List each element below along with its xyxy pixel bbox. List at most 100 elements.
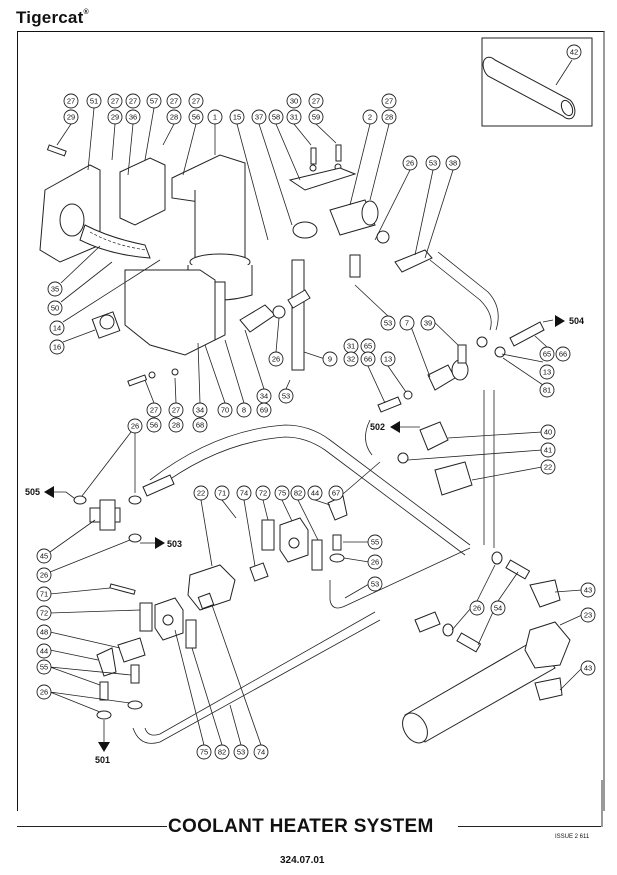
callout-13: 13 xyxy=(380,351,396,367)
callout-circle xyxy=(274,485,290,501)
drawing-frame xyxy=(17,31,605,811)
callout-circle xyxy=(322,351,338,367)
callout-22: 22 xyxy=(193,485,209,501)
callout-67: 67 xyxy=(328,485,344,501)
callout-circle xyxy=(49,320,65,336)
callout-number: 40 xyxy=(544,428,552,437)
callout-number: 54 xyxy=(494,604,502,613)
callout-number: 72 xyxy=(259,489,267,498)
callout-32: 32 xyxy=(343,351,359,367)
callout-number: 51 xyxy=(90,97,98,106)
callout-44: 44 xyxy=(307,485,323,501)
callout-37: 37 xyxy=(251,109,267,125)
pump-bracket-assembly xyxy=(288,167,390,278)
issue-number: ISSUE 2 611 xyxy=(555,834,590,840)
callout-number: 23 xyxy=(584,611,592,620)
callout-number: 72 xyxy=(40,609,48,618)
callout-number: 41 xyxy=(544,446,552,455)
callout-circle xyxy=(255,485,271,501)
callout-circle xyxy=(146,417,162,433)
callout-number: 55 xyxy=(40,663,48,672)
callout-number: 71 xyxy=(218,489,226,498)
callout-circle xyxy=(539,382,555,398)
callout-26: 26 xyxy=(36,567,52,583)
callout-1: 1 xyxy=(207,109,223,125)
callout-9: 9 xyxy=(322,351,338,367)
callout-number: 44 xyxy=(40,647,48,656)
page-number: 324.07.01 xyxy=(280,855,325,866)
callout-53: 53 xyxy=(233,744,249,760)
nipple-55 xyxy=(332,534,342,551)
frame-rule-left xyxy=(17,826,167,827)
callout-number: 9 xyxy=(328,355,332,364)
callout-number: 65 xyxy=(364,342,372,351)
callout-number: 38 xyxy=(449,159,457,168)
valve-7-assembly xyxy=(403,336,506,400)
callout-number: 82 xyxy=(294,489,302,498)
callout-75: 75 xyxy=(196,744,212,760)
callout-circle xyxy=(192,402,208,418)
callout-66: 66 xyxy=(555,346,571,362)
callout-number: 30 xyxy=(290,97,298,106)
frame-right-edge xyxy=(601,780,603,827)
callout-27: 27 xyxy=(166,93,182,109)
callout-circle xyxy=(192,417,208,433)
hose-curve-502 xyxy=(365,419,373,456)
callout-number: 27 xyxy=(192,97,200,106)
callout-number: 56 xyxy=(150,421,158,430)
callout-number: 28 xyxy=(385,113,393,122)
callout-number: 74 xyxy=(240,489,248,498)
callout-27: 27 xyxy=(107,93,123,109)
callout-circle xyxy=(107,93,123,109)
flow-arrow-505: 505 xyxy=(25,486,75,499)
callout-53: 53 xyxy=(367,576,383,592)
frame-rule-right xyxy=(458,826,603,827)
callout-71: 71 xyxy=(214,485,230,501)
callout-number: 45 xyxy=(40,552,48,561)
callout-circle xyxy=(268,351,284,367)
callout-59: 59 xyxy=(308,109,324,125)
callout-27: 27 xyxy=(125,93,141,109)
callout-22: 22 xyxy=(540,459,556,475)
callout-number: 48 xyxy=(40,628,48,637)
callout-circle xyxy=(469,600,485,616)
callout-number: 37 xyxy=(255,113,263,122)
hose-9 xyxy=(291,259,305,371)
diagram-title: COOLANT HEATER SYSTEM xyxy=(168,816,434,837)
callout-circle xyxy=(251,109,267,125)
callout-circle xyxy=(196,744,212,760)
callout-57: 57 xyxy=(146,93,162,109)
callout-number: 74 xyxy=(257,748,265,757)
callout-number: 53 xyxy=(371,580,379,589)
hose-65-66 xyxy=(509,321,545,347)
flow-arrow-502: 502 xyxy=(370,421,420,433)
callout-31: 31 xyxy=(286,109,302,125)
callout-68: 68 xyxy=(192,417,208,433)
callout-2: 2 xyxy=(362,109,378,125)
callout-circle xyxy=(308,93,324,109)
callout-number: 29 xyxy=(67,113,75,122)
callout-circle xyxy=(86,93,102,109)
bracket-57 xyxy=(119,157,166,226)
callout-number: 53 xyxy=(384,319,392,328)
callout-number: 15 xyxy=(233,113,241,122)
callout-45: 45 xyxy=(36,548,52,564)
callout-53: 53 xyxy=(425,155,441,171)
callout-circle xyxy=(36,643,52,659)
callout-53: 53 xyxy=(380,315,396,331)
callout-number: 16 xyxy=(53,343,61,352)
callout-81: 81 xyxy=(539,382,555,398)
callout-number: 66 xyxy=(364,355,372,364)
callout-number: 43 xyxy=(584,664,592,673)
callout-65: 65 xyxy=(360,338,376,354)
callout-58: 58 xyxy=(268,109,284,125)
callout-number: 55 xyxy=(371,538,379,547)
callout-28: 28 xyxy=(168,417,184,433)
callout-27: 27 xyxy=(63,93,79,109)
callout-number: 27 xyxy=(150,406,158,415)
bracket-strip xyxy=(214,281,226,341)
heater-element-23 xyxy=(402,579,571,744)
callout-82: 82 xyxy=(290,485,306,501)
callout-number: 34 xyxy=(196,406,204,415)
